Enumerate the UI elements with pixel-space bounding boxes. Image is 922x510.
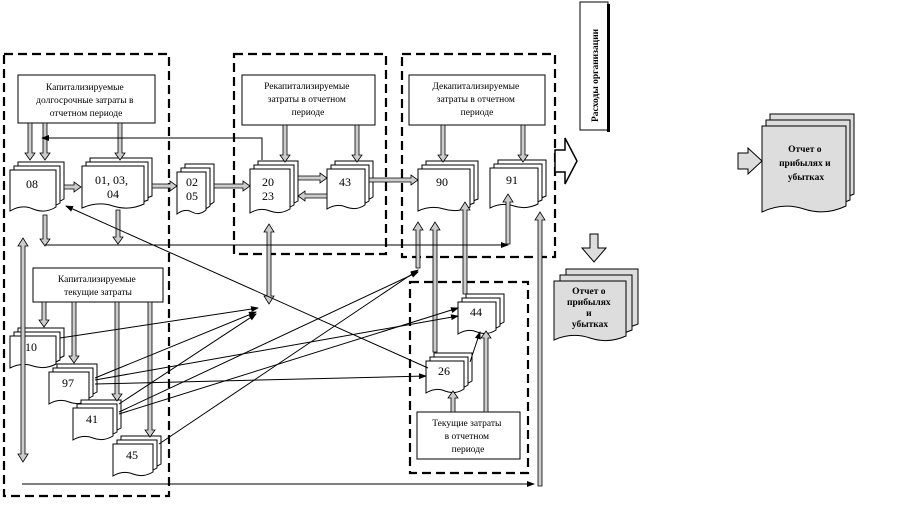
svg-text:20 23: 20 23	[262, 175, 277, 203]
account-08: 08	[9, 161, 65, 212]
svg-text:44: 44	[470, 305, 482, 319]
svg-text:41: 41	[86, 412, 98, 426]
account-43: 43	[326, 160, 374, 210]
report-main: Отчет о прибылях и убытках	[737, 113, 855, 213]
svg-text:Отчет о прибылях и: Отчет о прибылях и убытках	[567, 287, 613, 330]
account-45: 45	[112, 435, 162, 477]
account-02-05: 02 05	[176, 163, 215, 215]
account-01-03-04: 01, 03, 04	[81, 157, 153, 209]
svg-text:01, 03, 04: 01, 03, 04	[95, 173, 131, 201]
current-costs-box	[32, 267, 164, 303]
longterm-costs-text: Капитализируемые долгосрочные затраты в …	[36, 83, 136, 119]
account-90: 90	[417, 160, 479, 212]
group-current-period-frame	[408, 280, 530, 475]
account-44: 44	[457, 293, 505, 335]
svg-text:02 05: 02 05	[186, 175, 201, 203]
account-41: 41	[72, 399, 122, 441]
period-current-costs-box	[416, 411, 521, 460]
svg-text:26: 26	[438, 364, 450, 378]
outflow-arrow	[554, 137, 578, 185]
expenses-label: Расходы организации	[591, 28, 601, 122]
thin-connectors	[22, 135, 535, 487]
account-10: 10	[9, 327, 65, 369]
account-26: 26	[425, 352, 473, 394]
account-91: 91	[489, 159, 547, 209]
expenses-box	[579, 1, 609, 131]
account-20-23: 20 23	[249, 160, 299, 214]
recap-costs-box	[241, 74, 376, 126]
svg-text:90: 90	[436, 175, 448, 189]
group-capitalized-frame	[2, 52, 171, 498]
account-97: 97	[48, 363, 98, 405]
recap-costs-text: Рекапитализируемые затраты в отчетном пе…	[264, 82, 352, 118]
svg-text:Отчет о прибылях и: Отчет о прибылях и убытках	[779, 145, 833, 183]
svg-text:91: 91	[506, 173, 518, 187]
longterm-costs-box	[17, 74, 156, 124]
report-small: Отчет о прибылях и убытках	[553, 233, 639, 342]
svg-text:43: 43	[339, 175, 351, 189]
block-arrows	[17, 122, 546, 487]
group-recapitalized-frame	[232, 52, 388, 256]
current-costs-text: Капитализируемые текущие затраты	[58, 275, 138, 298]
svg-text:08: 08	[26, 177, 38, 191]
svg-text:45: 45	[126, 448, 138, 462]
decap-costs-text: Декапитализируемые затраты в отчетном пе…	[432, 82, 521, 118]
period-current-costs-text: Текущие затраты в отчетном периоде	[432, 419, 504, 455]
svg-text:10: 10	[25, 340, 37, 354]
svg-text:97: 97	[62, 376, 74, 390]
decap-costs-box	[408, 74, 546, 126]
